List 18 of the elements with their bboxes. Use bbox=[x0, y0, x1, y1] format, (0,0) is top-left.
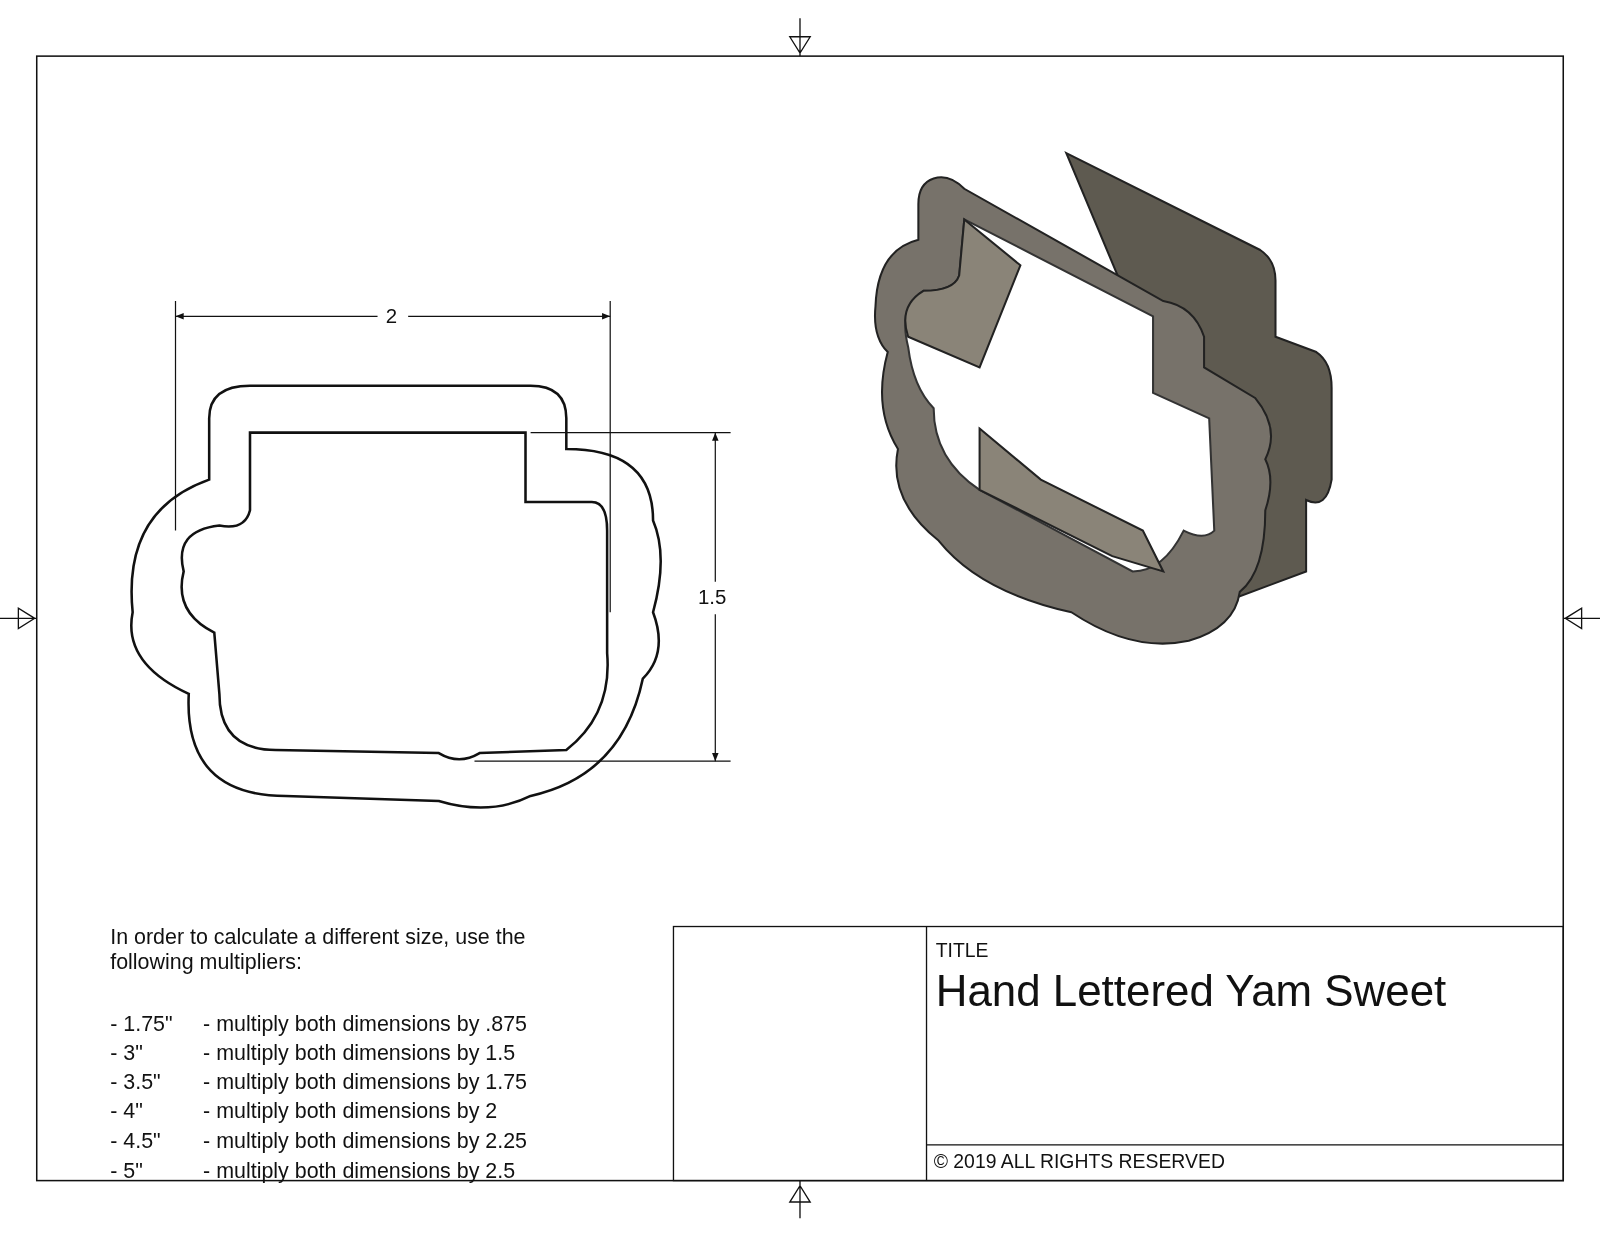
dimension-value: 2 bbox=[385, 304, 398, 329]
multiplier-size: - 5" bbox=[110, 1156, 143, 1183]
multiplier-text: - multiply both dimensions by 2 bbox=[203, 1098, 498, 1124]
multiplier-size: - 3" bbox=[110, 1039, 143, 1066]
multiplier-size: - 4.5" bbox=[110, 1127, 161, 1154]
multiplier-size: - 1.75" bbox=[110, 1010, 173, 1036]
multiplier-text: - multiply both dimensions by 2.25 bbox=[203, 1127, 528, 1154]
title-caption: TITLE bbox=[935, 939, 989, 964]
dimension-value: 1.5 bbox=[697, 584, 727, 610]
multiplier-text: - multiply both dimensions by 1.75 bbox=[203, 1068, 528, 1095]
copyright-text: © 2019 ALL RIGHTS RESERVED bbox=[933, 1151, 1225, 1175]
multiplier-text: - multiply both dimensions by 1.5 bbox=[203, 1039, 516, 1066]
multiplier-text: - multiply both dimensions by 2.5 bbox=[203, 1156, 516, 1183]
multiplier-size: - 3.5" bbox=[110, 1068, 161, 1095]
multiplier-size: - 4" bbox=[110, 1098, 143, 1124]
drawing-title: Hand Lettered Yam Sweet bbox=[935, 965, 1447, 1018]
multiplier-text: - multiply both dimensions by .875 bbox=[203, 1010, 528, 1036]
note-text: In order to calculate a different size, use the following multipliers: bbox=[110, 923, 527, 975]
